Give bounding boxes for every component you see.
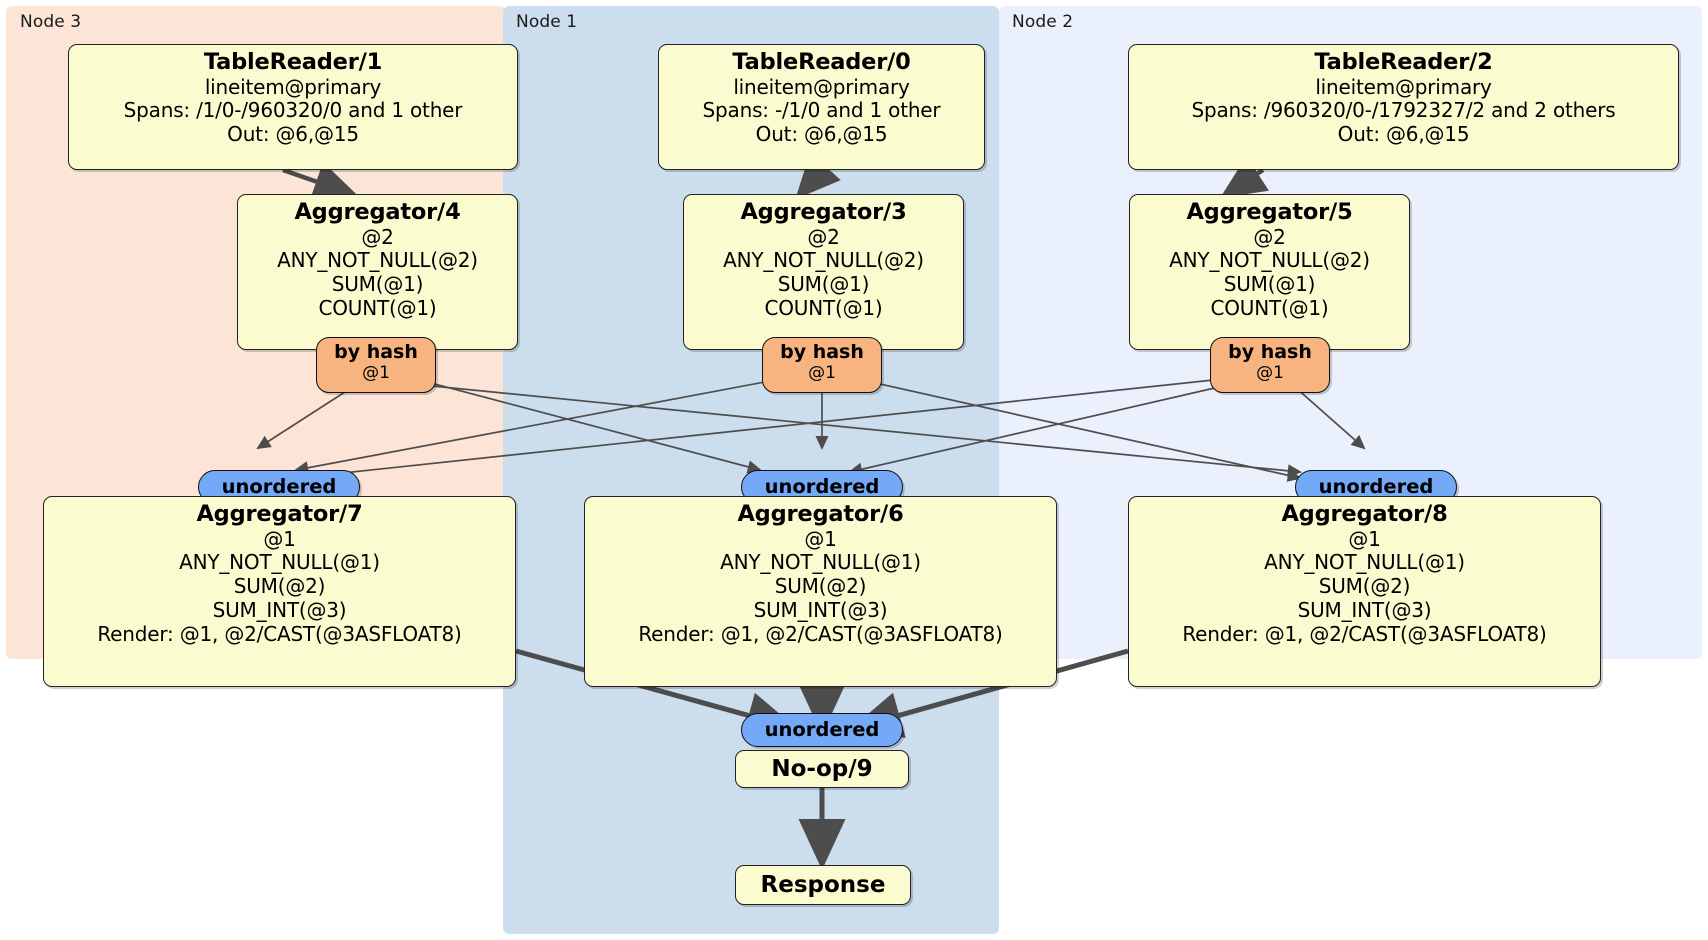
processor-detail-line: ANY_NOT_NULL(@2) [723, 248, 924, 273]
hash-router-label: by hash [334, 341, 418, 363]
hash-router-left[interactable]: by hash @1 [316, 337, 436, 393]
processor-table-reader-1[interactable]: TableReader/1 lineitem@primary Spans: /1… [68, 44, 518, 170]
processor-detail-line: SUM_INT(@3) [753, 598, 888, 623]
processor-title: Aggregator/7 [196, 501, 363, 527]
processor-title: Aggregator/5 [1186, 199, 1353, 225]
hash-router-column: @1 [808, 362, 836, 383]
processor-detail-line: Render: @1, @2/CAST(@3ASFLOAT8) [97, 621, 462, 646]
processor-detail-line: ANY_NOT_NULL(@1) [720, 550, 921, 575]
processor-title: TableReader/0 [732, 49, 911, 75]
processor-detail-line: @2 [807, 224, 840, 249]
processor-detail-line: ANY_NOT_NULL(@1) [179, 550, 380, 575]
processor-detail-line: ANY_NOT_NULL(@1) [1264, 550, 1465, 575]
processor-table-reader-2[interactable]: TableReader/2 lineitem@primary Spans: /9… [1128, 44, 1679, 170]
processor-detail-line: @2 [1253, 224, 1286, 249]
processor-detail-line: SUM(@1) [777, 272, 870, 297]
processor-detail-line: SUM_INT(@3) [212, 598, 347, 623]
processor-title: Aggregator/8 [1281, 501, 1448, 527]
processor-detail-line: COUNT(@1) [318, 296, 437, 321]
processor-detail-line: SUM(@1) [1223, 272, 1316, 297]
processor-detail-line: Out: @6,@15 [755, 122, 888, 147]
processor-detail-line: SUM(@2) [233, 574, 326, 599]
processor-response[interactable]: Response [735, 865, 911, 905]
processor-aggregator-7[interactable]: Aggregator/7 @1 ANY_NOT_NULL(@1) SUM(@2)… [43, 496, 516, 687]
node-panel-label-node3: Node 3 [20, 12, 82, 32]
processor-detail-line: ANY_NOT_NULL(@2) [277, 248, 478, 273]
unordered-sync-label: unordered [221, 475, 337, 499]
processor-title: No-op/9 [771, 756, 873, 782]
processor-title: TableReader/2 [1314, 49, 1493, 75]
processor-table-reader-0[interactable]: TableReader/0 lineitem@primary Spans: -/… [658, 44, 985, 170]
processor-detail-line: Spans: -/1/0 and 1 other [702, 98, 941, 123]
processor-detail-line: COUNT(@1) [1210, 296, 1329, 321]
hash-router-right[interactable]: by hash @1 [1210, 337, 1330, 393]
processor-detail-line: lineitem@primary [1315, 74, 1492, 99]
processor-aggregator-8[interactable]: Aggregator/8 @1 ANY_NOT_NULL(@1) SUM(@2)… [1128, 496, 1601, 687]
processor-detail-line: Render: @1, @2/CAST(@3ASFLOAT8) [1182, 621, 1547, 646]
processor-detail-line: Out: @6,@15 [1337, 122, 1470, 147]
processor-detail-line: @1 [804, 526, 837, 551]
processor-title: Aggregator/6 [737, 501, 904, 527]
processor-aggregator-4[interactable]: Aggregator/4 @2 ANY_NOT_NULL(@2) SUM(@1)… [237, 194, 518, 350]
hash-router-mid[interactable]: by hash @1 [762, 337, 882, 393]
hash-router-label: by hash [780, 341, 864, 363]
node-panel-label-node1: Node 1 [516, 12, 578, 32]
node-panel-label-node2: Node 2 [1012, 12, 1074, 32]
processor-detail-line: ANY_NOT_NULL(@2) [1169, 248, 1370, 273]
processor-aggregator-3[interactable]: Aggregator/3 @2 ANY_NOT_NULL(@2) SUM(@1)… [683, 194, 964, 350]
processor-no-op-9[interactable]: No-op/9 [735, 750, 909, 788]
hash-router-column: @1 [362, 362, 390, 383]
processor-detail-line: Render: @1, @2/CAST(@3ASFLOAT8) [638, 621, 1003, 646]
processor-title: Response [760, 872, 886, 898]
processor-detail-line: Spans: /960320/0-/1792327/2 and 2 others [1191, 98, 1616, 123]
hash-router-column: @1 [1256, 362, 1284, 383]
processor-detail-line: SUM(@2) [1318, 574, 1411, 599]
processor-detail-line: lineitem@primary [204, 74, 382, 99]
unordered-sync-label: unordered [764, 718, 880, 742]
processor-detail-line: COUNT(@1) [764, 296, 883, 321]
processor-title: TableReader/1 [203, 49, 383, 75]
unordered-sync-label: unordered [764, 475, 880, 499]
processor-aggregator-6[interactable]: Aggregator/6 @1 ANY_NOT_NULL(@1) SUM(@2)… [584, 496, 1057, 687]
processor-detail-line: SUM(@2) [774, 574, 867, 599]
processor-title: Aggregator/3 [740, 199, 907, 225]
processor-detail-line: @2 [361, 224, 394, 249]
unordered-sync-final[interactable]: unordered [741, 713, 903, 747]
processor-detail-line: SUM_INT(@3) [1297, 598, 1432, 623]
processor-detail-line: lineitem@primary [733, 74, 910, 99]
unordered-sync-label: unordered [1318, 475, 1434, 499]
processor-detail-line: @1 [1348, 526, 1381, 551]
processor-detail-line: Spans: /1/0-/960320/0 and 1 other [123, 98, 463, 123]
processor-detail-line: Out: @6,@15 [227, 122, 359, 147]
hash-router-label: by hash [1228, 341, 1312, 363]
processor-detail-line: @1 [263, 526, 296, 551]
processor-detail-line: SUM(@1) [331, 272, 424, 297]
processor-aggregator-5[interactable]: Aggregator/5 @2 ANY_NOT_NULL(@2) SUM(@1)… [1129, 194, 1410, 350]
processor-title: Aggregator/4 [294, 199, 461, 225]
